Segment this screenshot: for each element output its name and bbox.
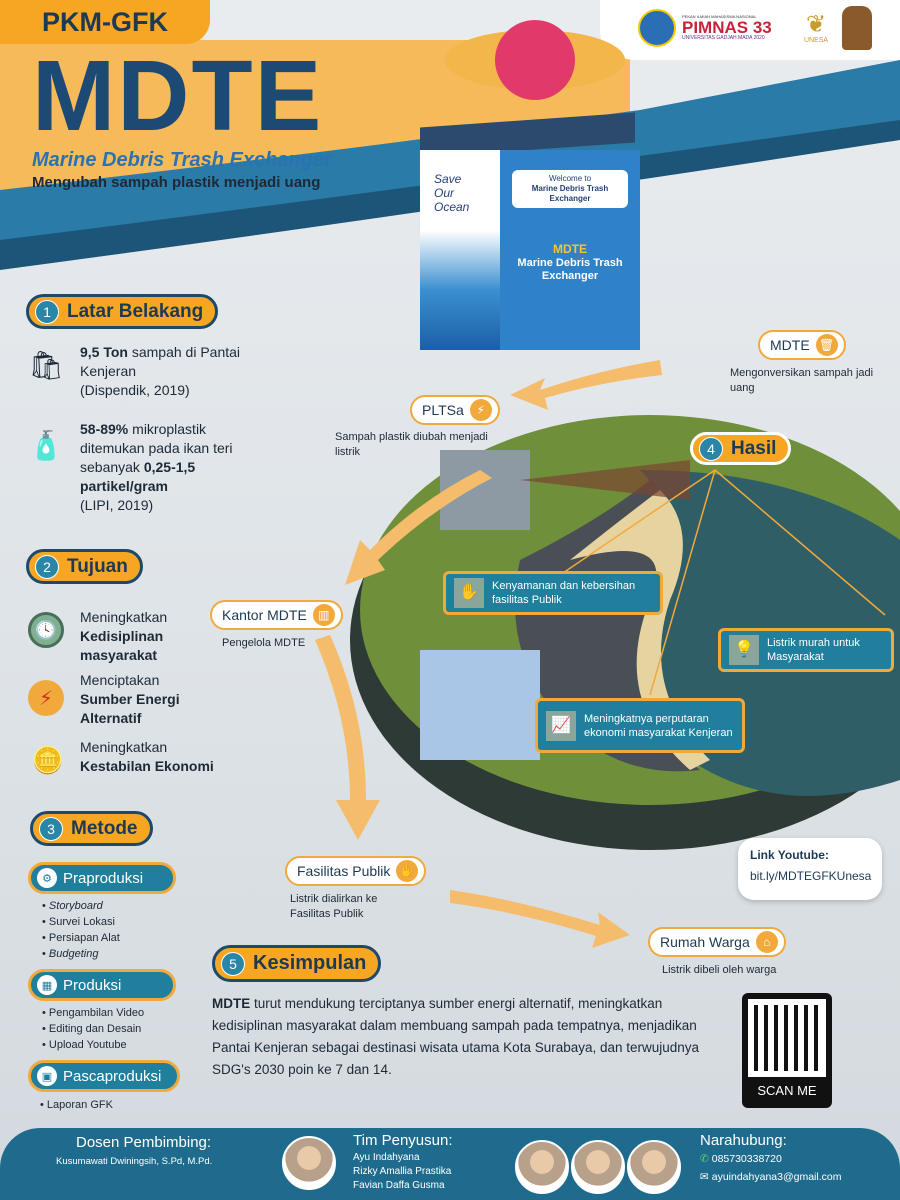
contact-phone: ✆ 085730338720 <box>700 1153 782 1165</box>
flow-pltsa-desc: Sampah plastik diubah menjadi listrik <box>335 431 488 458</box>
mail-icon: ✉ <box>700 1171 709 1183</box>
footer: Dosen Pembimbing: Kusumawati Dwiningsih,… <box>0 1128 900 1200</box>
trash-can-icon: 🗑 <box>815 334 838 356</box>
flow-kantor-mdte: Kantor MDTE▥ <box>210 600 343 630</box>
gear-icon: ⚙ <box>37 868 57 888</box>
latar-item-1: 9,5 Ton sampah di Pantai Kenjeran(Dispen… <box>80 344 241 398</box>
mascot-icon <box>842 6 872 50</box>
flow-pltsa: PLTSa⚡ <box>410 395 500 425</box>
avatar-tim-1 <box>515 1140 569 1194</box>
trash-bag-icon: 🛍 <box>28 349 64 381</box>
subtitle: Marine Debris Trash Exchanger <box>32 149 332 171</box>
growth-chart-icon: 📈 <box>546 710 576 741</box>
qr-pattern <box>748 999 826 1077</box>
latar-item-2: 58-89% mikroplastik ditemukan pada ikan … <box>80 421 233 513</box>
qr-code[interactable]: SCAN ME <box>742 993 832 1108</box>
praproduksi-list: StoryboardSurvei LokasiPersiapan AlatBud… <box>42 898 120 962</box>
tut-wuri-logo <box>638 9 676 47</box>
tagline: Mengubah sampah plastik menjadi uang <box>32 174 321 191</box>
cleaning-hand-icon: ✋ <box>454 578 484 608</box>
hasil-card-kenyamanan: ✋Kenyamanan dan kebersihan fasilitas Pub… <box>443 571 663 615</box>
avatar-dosen <box>282 1136 336 1190</box>
phase-produksi: ▦Produksi <box>28 969 176 1001</box>
box-icon: ▣ <box>37 1066 57 1086</box>
produksi-list: Pengambilan VideoEditing dan DesainUploa… <box>42 1005 144 1053</box>
whatsapp-icon: ✆ <box>700 1153 709 1165</box>
phase-praproduksi: ⚙Praproduksi <box>28 862 176 894</box>
flow-rumah-warga: Rumah Warga⌂ <box>648 927 786 957</box>
plastic-bottle-icon: 🧴 <box>28 429 64 461</box>
lightning-icon: ⚡ <box>469 399 492 421</box>
building-icon: ▥ <box>312 604 335 626</box>
youtube-link[interactable]: bit.ly/MDTEGFKUnesa <box>750 869 872 883</box>
machine-side: Save Our Ocean <box>420 150 500 350</box>
youtube-link-box[interactable]: Link Youtube: bit.ly/MDTEGFKUnesa <box>738 838 882 900</box>
coins-icon: 🪙 <box>31 744 65 775</box>
flow-fasilitas-publik: Fasilitas Publik✋ <box>285 856 427 886</box>
house-icon: ⌂ <box>755 931 778 953</box>
contact-email: ✉ ayuindahyana3@gmail.com <box>700 1171 842 1183</box>
flow-kantor-desc: Pengelola MDTE <box>222 637 306 649</box>
pimnas-logo: PEKAN ILMIAH MAHASISWA NASIONAL PIMNAS 3… <box>682 14 772 41</box>
lightning-icon: ⚡ <box>28 680 64 716</box>
clock-icon: 🕓 <box>28 612 64 648</box>
unesa-logo: ❦UNESA <box>803 10 829 44</box>
pascaproduksi-list: Laporan GFK <box>40 1097 113 1113</box>
hand-icon: ✋ <box>396 860 419 882</box>
avatar-tim-3 <box>627 1140 681 1194</box>
flow-mdte: MDTE🗑 <box>758 330 846 360</box>
flow-mdte-desc: Mengonversikan sampah jadi uang <box>730 367 874 394</box>
logos: PEKAN ILMIAH MAHASISWA NASIONAL PIMNAS 3… <box>638 4 900 52</box>
hasil-card-listrik: 💡Listrik murah untuk Masyarakat <box>718 628 894 672</box>
flow-fasilitas-desc: Listrik dialirkan ke Fasilitas Publik <box>290 893 378 920</box>
pkm-gfk-badge: PKM-GFK <box>0 0 210 44</box>
mascot-head <box>495 20 575 100</box>
hasil-card-ekonomi: 📈Meningkatnya perputaran ekonomi masyara… <box>535 698 745 753</box>
avatar-tim-2 <box>571 1140 625 1194</box>
phase-pascaproduksi: ▣Pascaproduksi <box>28 1060 180 1092</box>
page-title: MDTE <box>32 40 324 152</box>
flow-rumah-desc: Listrik dibeli oleh warga <box>662 964 777 976</box>
film-icon: ▦ <box>37 975 57 995</box>
lightbulb-icon: 💡 <box>729 635 759 665</box>
kesimpulan-text: MDTE turut mendukung terciptanya sumber … <box>212 996 700 1077</box>
